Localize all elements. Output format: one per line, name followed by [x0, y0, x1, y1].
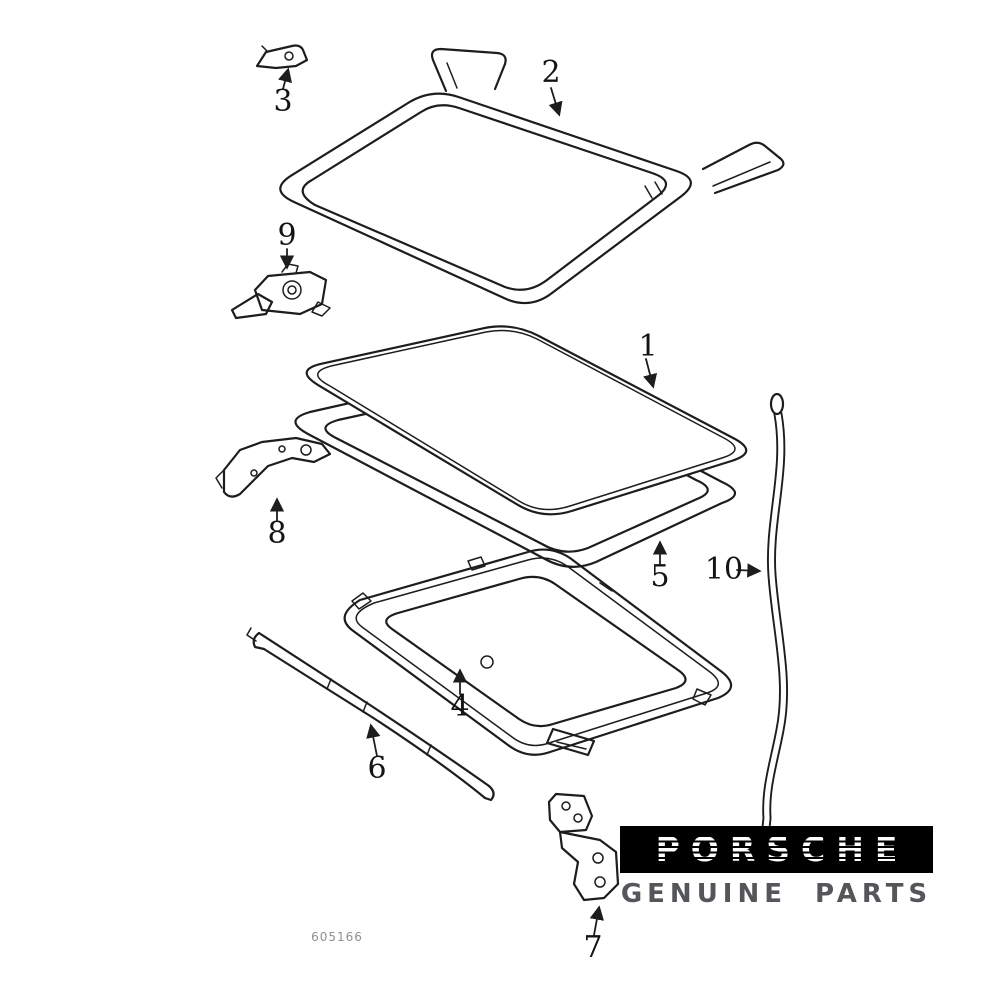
callout-5: 5: [650, 559, 670, 594]
callout-8: 8: [267, 516, 287, 551]
callout-3: 3: [273, 84, 293, 119]
genuine-parts-text: GENUINE PARTS: [620, 879, 933, 909]
drawing-part-number: 605166: [311, 930, 363, 944]
part-3-bracket: [255, 44, 309, 70]
callout-9: 9: [277, 218, 297, 253]
callout-2: 2: [541, 55, 561, 90]
callout-1: 1: [638, 329, 658, 364]
callout-10: 10: [704, 552, 744, 587]
part-8-guide-bracket: [215, 436, 332, 498]
porsche-logo-text: PORSCHE: [655, 829, 909, 870]
part-9-latch-assembly: [230, 263, 331, 320]
callout-7: 7: [583, 930, 603, 965]
part-10-drain-tube: [760, 392, 789, 843]
porsche-logo-bar: PORSCHE: [620, 826, 933, 873]
part-7-hinge-bracket: [547, 792, 620, 902]
part-4-inner-frame-tray: [343, 548, 733, 757]
part-1-sunroof-lid: [305, 325, 748, 516]
callout-4: 4: [450, 689, 470, 724]
callout-6: 6: [367, 751, 387, 786]
callout-arrows: [269, 67, 762, 936]
part-6-rail: [246, 627, 495, 802]
part-2-sunroof-frame: [279, 47, 785, 305]
